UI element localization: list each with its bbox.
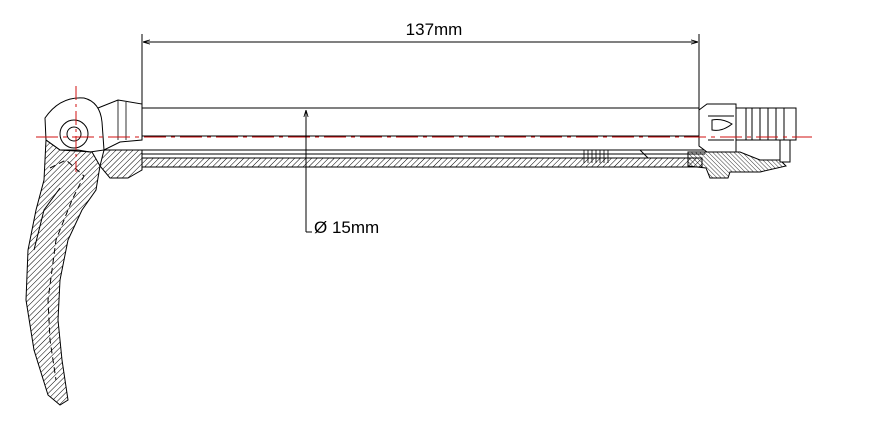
threaded-end-cap bbox=[687, 103, 797, 179]
axle-thread bbox=[583, 150, 609, 163]
length-dimension: 137mm bbox=[141, 20, 700, 108]
length-dimension-label: 137mm bbox=[406, 20, 463, 39]
diameter-leader: Ø 15mm bbox=[306, 110, 379, 237]
axle-shaft bbox=[141, 107, 705, 168]
diameter-dimension-label: Ø 15mm bbox=[314, 218, 379, 237]
lever-arm bbox=[25, 139, 101, 406]
cam-pivot-inner bbox=[66, 126, 82, 142]
